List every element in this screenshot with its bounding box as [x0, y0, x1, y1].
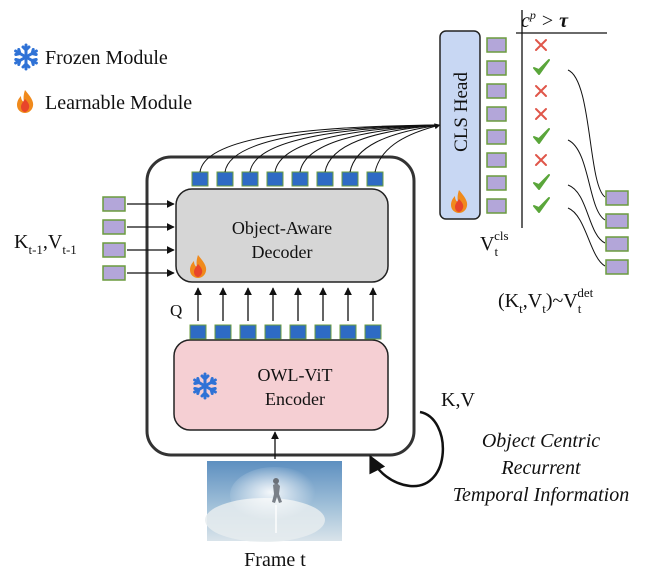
query-token	[364, 324, 382, 340]
cross-icon	[535, 108, 547, 120]
model-outer-box	[145, 155, 416, 457]
query-token	[339, 324, 357, 340]
check-icon	[533, 174, 550, 190]
selection-curves	[567, 69, 606, 267]
recurrent-arrow	[369, 410, 445, 488]
previous-kv-tokens	[102, 196, 126, 281]
vcls-label: Vtcls	[480, 228, 509, 259]
check-icon	[533, 128, 550, 144]
kv-output-label: (Kt,Vt)~Vtdet	[498, 285, 594, 316]
cls-token	[486, 152, 507, 168]
object-aware-decoder: Object-Aware Decoder	[175, 188, 389, 283]
output-token	[216, 171, 234, 187]
query-token	[214, 324, 232, 340]
input-frame-image	[205, 461, 342, 542]
query-token	[289, 324, 307, 340]
recurrent-line1: Object Centric	[482, 430, 600, 452]
recurrent-line3: Temporal Information	[453, 484, 630, 506]
output-token	[291, 171, 309, 187]
memory-token	[102, 265, 126, 281]
decoder-label-line1: Object-Aware	[232, 218, 332, 238]
memory-token	[102, 196, 126, 212]
memory-token	[102, 219, 126, 235]
frame-label: Frame t	[244, 549, 306, 571]
owl-vit-encoder: OWL-ViT Encoder	[173, 339, 389, 431]
output-token	[366, 171, 384, 187]
output-token	[241, 171, 259, 187]
query-token	[189, 324, 207, 340]
output-token	[341, 171, 359, 187]
cls-token	[486, 60, 507, 76]
cross-icon	[535, 85, 547, 97]
flame-icon	[17, 90, 34, 113]
cross-icon	[535, 39, 547, 51]
check-icon	[533, 59, 550, 75]
previous-kv-arrows	[127, 200, 175, 277]
recurrent-caption: Object Centric Recurrent Temporal Inform…	[453, 430, 630, 506]
query-arrows	[194, 287, 377, 321]
cross-icon	[535, 154, 547, 166]
query-token	[314, 324, 332, 340]
kv-label: K,V	[441, 389, 475, 411]
det-token	[605, 213, 629, 229]
tokens-to-cls-arrows	[199, 123, 441, 173]
cls-token	[486, 175, 507, 191]
det-token	[605, 190, 629, 206]
query-token	[264, 324, 282, 340]
cls-token	[486, 106, 507, 122]
det-token	[605, 259, 629, 275]
previous-kv-label: Kt-1,Vt-1	[14, 231, 77, 257]
learnable-module-label: Learnable Module	[45, 92, 192, 114]
cls-head-label: CLS Head	[451, 72, 472, 152]
query-tokens	[189, 324, 382, 340]
output-token	[316, 171, 334, 187]
check-icon	[533, 197, 550, 213]
encoder-label-line2: Encoder	[265, 389, 325, 409]
snowflake-icon	[14, 43, 38, 71]
threshold-label: cp>τ	[521, 8, 569, 32]
memory-token	[102, 242, 126, 258]
cls-token	[486, 198, 507, 214]
cls-token	[486, 37, 507, 53]
decoder-output-tokens	[191, 171, 384, 187]
threshold-table	[516, 10, 607, 228]
decoder-label-line2: Decoder	[252, 242, 313, 262]
frozen-module-label: Frozen Module	[45, 47, 168, 69]
cls-output-tokens	[486, 37, 507, 214]
cls-token	[486, 129, 507, 145]
detected-tokens	[605, 190, 629, 275]
threshold-results	[533, 39, 550, 213]
legend: Frozen Module Learnable Module	[14, 43, 192, 114]
recurrent-line2: Recurrent	[500, 457, 581, 479]
output-token	[266, 171, 284, 187]
query-label: Q	[170, 301, 182, 320]
det-token	[605, 236, 629, 252]
cls-token	[486, 83, 507, 99]
encoder-label-line1: OWL-ViT	[258, 365, 333, 385]
cls-head: CLS Head	[439, 30, 481, 220]
query-token	[239, 324, 257, 340]
output-token	[191, 171, 209, 187]
